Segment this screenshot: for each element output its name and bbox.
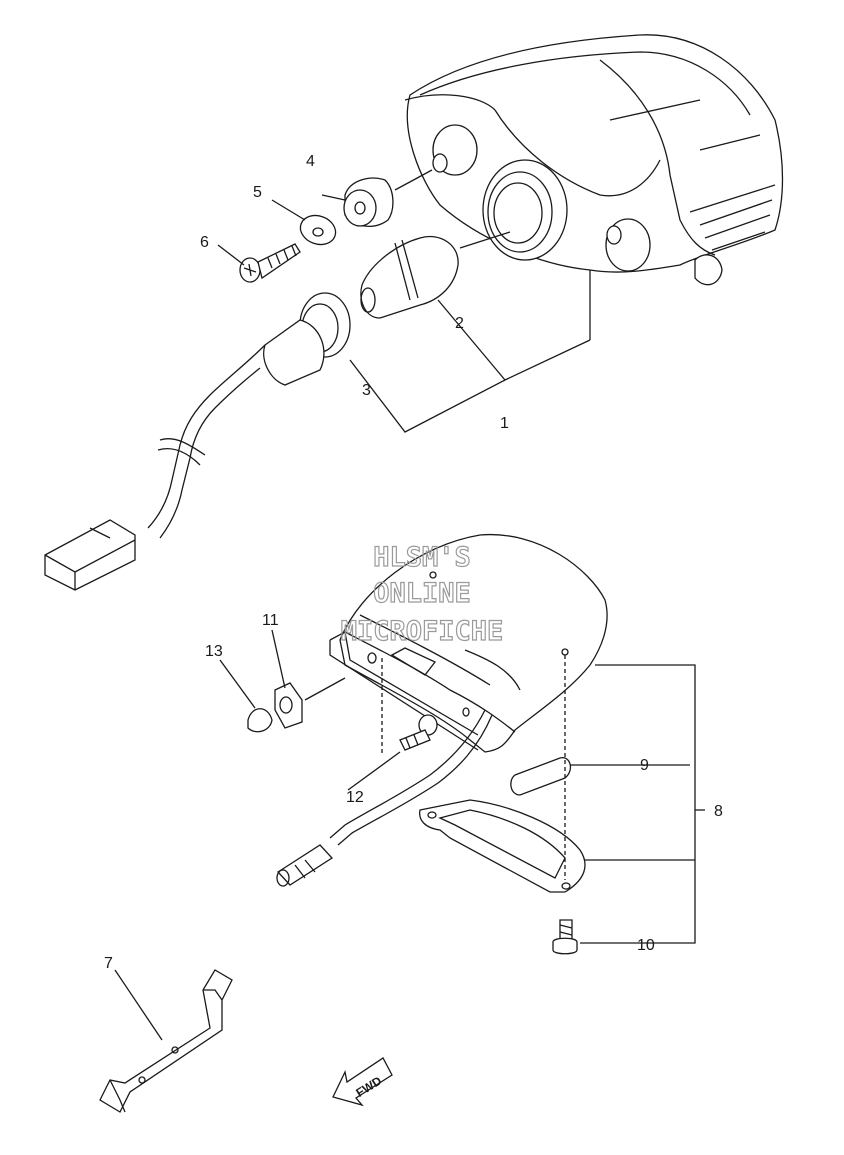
license-light-harness[interactable] — [276, 709, 493, 887]
screw-lower[interactable] — [381, 658, 438, 755]
bulb[interactable] — [360, 231, 511, 319]
callout-1: 1 — [500, 415, 509, 432]
lens-bulb[interactable] — [510, 757, 690, 796]
bulb-socket-harness[interactable] — [44, 292, 351, 591]
callout-4: 4 — [306, 153, 315, 170]
stay-bracket[interactable] — [99, 969, 233, 1113]
callout-9: 9 — [640, 757, 649, 774]
screw-upper[interactable] — [239, 243, 301, 283]
leader-1 — [349, 339, 591, 433]
forward-arrow-icon: FWD — [332, 1057, 393, 1107]
callout-2: 2 — [455, 315, 464, 332]
watermark-line-2: ONLINE — [373, 578, 471, 609]
callout-8: 8 — [714, 803, 723, 820]
screw-10[interactable] — [552, 919, 578, 955]
watermark-line-3: MICROFICHE — [341, 616, 504, 647]
license-light-housing[interactable] — [329, 533, 608, 753]
leader-2 — [437, 299, 506, 381]
leader-13 — [219, 659, 256, 709]
watermark-line-1: HLSM'S — [373, 542, 471, 573]
callout-11: 11 — [262, 612, 279, 629]
callout-3: 3 — [362, 382, 371, 399]
callout-6: 6 — [200, 234, 209, 251]
bracket-line-8 — [580, 664, 696, 944]
turn-light-housing[interactable] — [404, 34, 784, 340]
grommet[interactable] — [343, 169, 433, 227]
leader-4 — [321, 194, 346, 201]
leader-11 — [271, 629, 286, 689]
washer[interactable] — [296, 211, 339, 250]
callout-10: 10 — [637, 937, 655, 954]
nut-clip[interactable] — [274, 677, 346, 729]
callout-12: 12 — [346, 789, 364, 806]
cap-nut[interactable] — [247, 708, 273, 733]
leader-12 — [347, 751, 401, 791]
leader-6 — [217, 244, 245, 266]
reflector-plate[interactable] — [419, 648, 586, 893]
callout-7: 7 — [104, 955, 113, 972]
callout-13: 13 — [205, 643, 223, 660]
callout-5: 5 — [253, 184, 262, 201]
leader-5 — [271, 199, 306, 221]
